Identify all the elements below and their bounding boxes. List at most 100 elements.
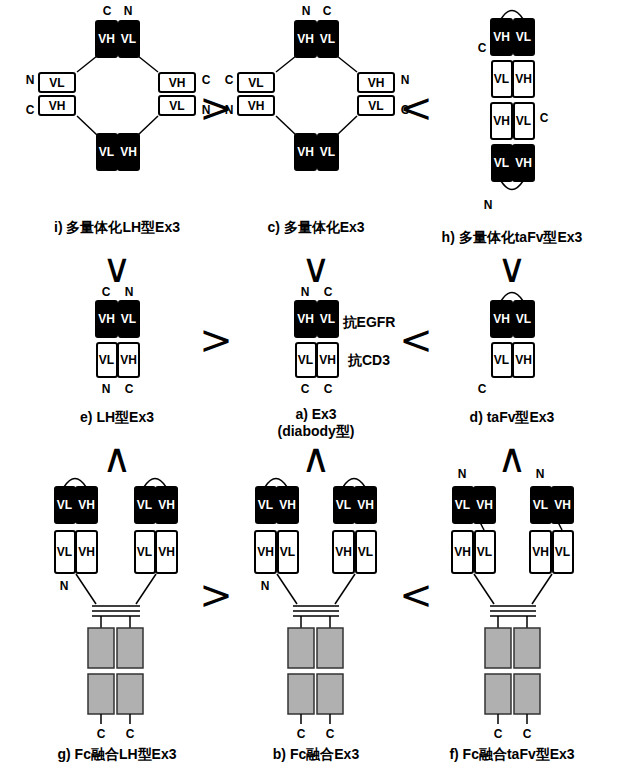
- anti-cd3-domain: VH: [332, 530, 355, 574]
- domain-label: VL: [494, 157, 509, 169]
- comparison-symbol: <: [399, 320, 433, 360]
- anti-egfr-domain: VH: [490, 300, 513, 338]
- comparison-symbol: ∨: [301, 248, 330, 288]
- terminus-label: C: [478, 41, 487, 55]
- anti-cd3-domain: VH: [158, 72, 196, 93]
- anti-cd3-domain: VL: [513, 102, 535, 140]
- anti-egfr-domain: VL: [452, 486, 474, 524]
- domain-label: VL: [516, 115, 531, 127]
- domain-label: VH: [158, 499, 175, 511]
- terminus-label: N: [302, 4, 311, 18]
- anti-cd3-domain: VL: [491, 60, 513, 98]
- domain-label: VH: [248, 100, 265, 112]
- anti-cd3-domain: VL: [54, 530, 76, 574]
- terminus-label: N: [401, 73, 410, 87]
- anti-cd3-domain: VH: [155, 530, 178, 574]
- domain-label: VL: [368, 100, 383, 112]
- domain-label: VH: [78, 499, 95, 511]
- domain-label: VH: [493, 313, 510, 325]
- domain-label: VH: [120, 146, 137, 158]
- anti-cd3-domain: VL: [277, 530, 299, 574]
- anti-egfr-domain: VH: [473, 486, 496, 524]
- domain-label: VL: [494, 73, 509, 85]
- terminus-label: C: [26, 103, 35, 117]
- anti-egfr-domain: VL: [317, 20, 339, 58]
- caption: b) Fc融合Ex3: [273, 746, 359, 764]
- terminus-label: N: [484, 198, 493, 212]
- domain-label: VL: [336, 499, 351, 511]
- terminus-label: N: [60, 579, 69, 593]
- terminus-label: C: [324, 382, 333, 396]
- anti-cd3-domain: VH: [117, 342, 140, 378]
- anti-cd3-domain: VH: [490, 102, 513, 140]
- anti-egfr-domain: VH: [490, 18, 513, 56]
- domain-label: VL: [358, 546, 373, 558]
- domain-label: VL: [57, 546, 72, 558]
- anti-cd3-domain: VL: [474, 530, 496, 574]
- domain-label: VL: [57, 499, 72, 511]
- domain-label: VH: [297, 313, 314, 325]
- anti-cd3-domain: VH: [254, 530, 277, 574]
- anti-egfr-domain: VL: [333, 486, 355, 524]
- anti-cd3-domain: VL: [96, 342, 118, 378]
- domain-label: VH: [319, 354, 336, 366]
- comparison-symbol: <: [399, 575, 433, 615]
- anti-egfr-domain: VL: [317, 133, 339, 171]
- anti-egfr-domain: VL: [118, 20, 140, 58]
- domain-label: VH: [279, 499, 296, 511]
- anti-egfr-domain: VH: [354, 486, 377, 524]
- anti-egfr-domain: VL: [54, 486, 76, 524]
- comparison-symbol: ∧: [497, 438, 526, 478]
- anti-egfr-domain: VH: [95, 20, 118, 58]
- caption: 抗EGFR: [343, 314, 396, 332]
- caption: e) LH型Ex3: [80, 409, 154, 427]
- domain-label: VL: [516, 313, 531, 325]
- comparison-symbol: ∧: [301, 438, 330, 478]
- anti-cd3-domain: VL: [357, 95, 395, 116]
- anti-egfr-domain: VH: [276, 486, 299, 524]
- domain-label: VH: [532, 546, 549, 558]
- domain-label: VL: [121, 33, 136, 45]
- anti-egfr-domain: VH: [294, 20, 317, 58]
- terminus-label: N: [458, 467, 467, 481]
- anti-cd3-domain: VL: [491, 342, 513, 378]
- domain-label: VL: [494, 354, 509, 366]
- anti-egfr-domain: VL: [317, 300, 339, 338]
- domain-label: VH: [297, 146, 314, 158]
- anti-cd3-domain: VH: [451, 530, 474, 574]
- domain-label: VH: [169, 77, 186, 89]
- comparison-symbol: <: [399, 88, 433, 128]
- domain-label: VH: [158, 546, 175, 558]
- terminus-label: C: [301, 382, 310, 396]
- domain-label: VH: [257, 546, 274, 558]
- domain-label: VL: [533, 499, 548, 511]
- terminus-label: C: [202, 73, 211, 87]
- anti-cd3-domain: VL: [158, 95, 196, 116]
- terminus-label: N: [124, 4, 133, 18]
- domain-label: VL: [49, 77, 64, 89]
- anti-egfr-domain: VL: [134, 486, 156, 524]
- terminus-label: C: [297, 727, 306, 741]
- anti-cd3-domain: VH: [75, 530, 98, 574]
- domain-label: VH: [98, 33, 115, 45]
- caption: h) 多量体化taFv型Ex3: [442, 229, 583, 247]
- caption: f) Fc融合taFv型Ex3: [449, 746, 574, 764]
- terminus-label: C: [225, 73, 234, 87]
- terminus-label: C: [103, 4, 112, 18]
- anti-egfr-domain: VL: [96, 133, 118, 171]
- comparison-symbol: >: [199, 88, 233, 128]
- domain-label: VL: [555, 546, 570, 558]
- anti-cd3-domain: VH: [512, 60, 535, 98]
- anti-egfr-domain: VH: [75, 486, 98, 524]
- domain-label: VL: [99, 146, 114, 158]
- anti-egfr-domain: VL: [491, 144, 513, 182]
- anti-cd3-domain: VL: [355, 530, 377, 574]
- domain-label: VH: [78, 546, 95, 558]
- caption: i) 多量体化LH型Ex3: [54, 219, 180, 237]
- domain-label: VL: [121, 313, 136, 325]
- anti-egfr-domain: VH: [294, 300, 317, 338]
- domain-label: VH: [515, 354, 532, 366]
- terminus-label: C: [326, 727, 335, 741]
- anti-egfr-domain: VL: [118, 300, 140, 338]
